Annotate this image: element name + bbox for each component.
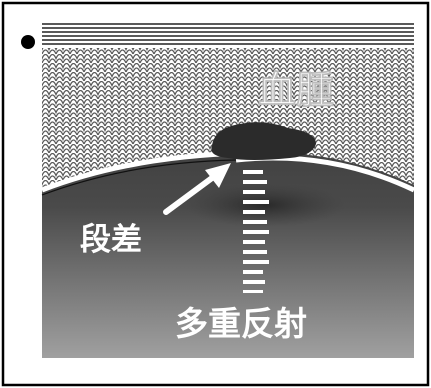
hematoma — [211, 122, 316, 160]
acoustic-shadow — [185, 183, 345, 227]
ultrasound-image — [41, 22, 416, 358]
hematoma-label: 血腫 — [258, 68, 334, 112]
skin-lines — [42, 22, 414, 48]
reverberation-echoes — [243, 170, 269, 293]
orientation-dot — [21, 35, 35, 49]
arrow-icon — [163, 163, 231, 215]
step-label: 段差 — [80, 222, 142, 258]
soft-tissue-hatch — [42, 48, 414, 188]
reverberation-label: 多重反射 — [175, 304, 307, 343]
